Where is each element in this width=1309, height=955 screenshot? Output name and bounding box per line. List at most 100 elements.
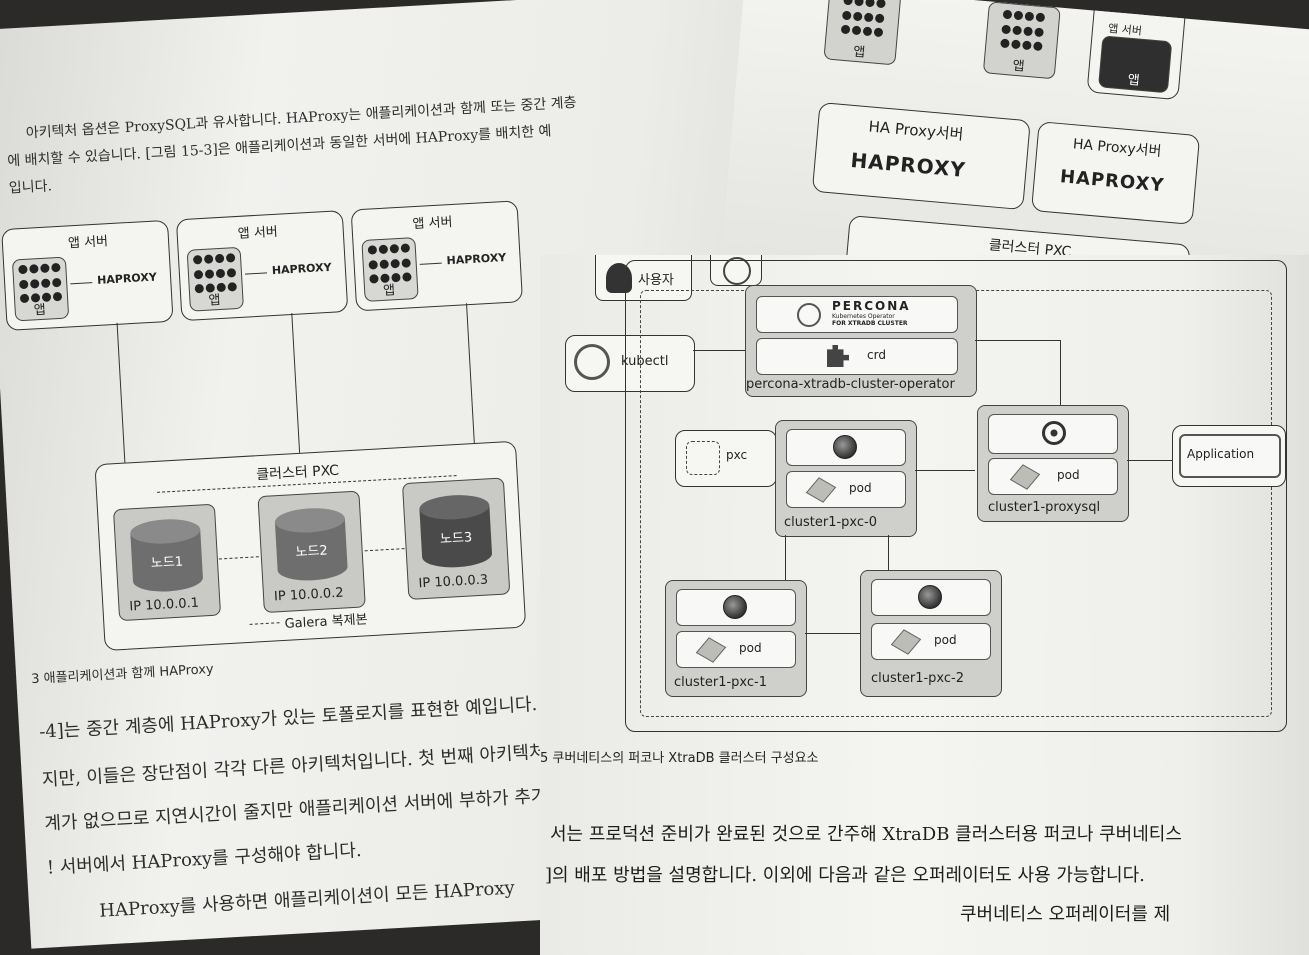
arrow-right-icon (70, 282, 93, 285)
puzzle-icon (827, 345, 849, 367)
app-server-label: 앱 서버 (237, 224, 279, 242)
connector-line (291, 313, 301, 453)
connector-line (116, 322, 126, 463)
application-box[interactable]: Application (1172, 425, 1286, 487)
galera-label: Galera 복제본 (284, 612, 368, 632)
cluster-label: 클러스터 PXC (255, 462, 340, 484)
percona-subtitle-1: Kubernetes Operator (832, 313, 895, 320)
app-block: 앱 (1098, 35, 1173, 94)
cluster1-pxc-1-box: pod cluster1-pxc-1 (665, 580, 807, 697)
node-ip: IP 10.0.0.2 (273, 585, 344, 605)
pxc-resource-box: pxc (675, 430, 777, 487)
ha-proxy-server-label: HA Proxy서버 (867, 117, 965, 144)
node-name: 노드2 (295, 543, 329, 561)
pod-box: pod (871, 623, 991, 660)
pxc2-label: cluster1-pxc-2 (871, 671, 964, 686)
pxc-cluster-box: 클러스터 PXC 노드1 IP 10.0.0.1 노드2 IP 10.0.0.2… (94, 440, 527, 651)
pod-box: pod (786, 471, 906, 508)
pxc1-label: cluster1-pxc-1 (674, 675, 767, 690)
ha-proxy-server-label: HA Proxy서버 (1072, 136, 1162, 160)
node-ip: IP 10.0.0.1 (129, 595, 200, 615)
body-line-3: 쿠버네티스 오퍼레이터를 제 (960, 904, 1171, 925)
figure-caption: 5 쿠버네티스의 퍼코나 XtraDB 클러스터 구성요소 (540, 751, 819, 766)
kubernetes-icon (574, 344, 610, 380)
percona-globe-icon (723, 595, 747, 619)
pod-cube-icon (805, 477, 837, 503)
pod-cube-icon (1009, 464, 1041, 490)
kubectl-box[interactable]: kubectl (565, 335, 695, 392)
app-block: 앱 (982, 1, 1061, 80)
percona-logo: PERCONA (832, 299, 911, 313)
pod-cube-icon (695, 637, 727, 663)
database-icon: 노드3 (418, 493, 493, 570)
legend-dashed-line (249, 622, 280, 625)
right-book-page: 사용자 kubectl PERCONA Kubernetes Operator … (540, 255, 1309, 955)
arrow-right-icon (693, 350, 745, 351)
kubernetes-cluster-box (625, 260, 1287, 732)
replication-arrow (364, 548, 405, 552)
app-dots-icon (840, 0, 886, 41)
app-block: 앱 (361, 237, 419, 302)
pod-box: pod (676, 631, 796, 668)
connector-line (466, 303, 475, 444)
body-line-4: 계가 없으므로 지연시간이 줄지만 애플리케이션 서버에 부하가 추가 (43, 785, 548, 835)
app-dots-icon (1000, 9, 1046, 56)
operator-label: percona-xtradb-cluster-operator (746, 377, 955, 392)
pod-label: pod (849, 481, 872, 495)
body-line-1: -4]는 중간 계층에 HAProxy가 있는 토폴로지를 표현한 예입니다. (38, 693, 538, 743)
haproxy-logo: HAPROXY (1059, 166, 1166, 197)
application-inner: Application (1179, 434, 1281, 478)
node-name: 노드3 (439, 530, 473, 548)
percona-globe-icon (833, 435, 857, 459)
pxc-image-box (786, 429, 906, 466)
body-line-3: 지만, 이들은 장단점이 각각 다른 아키텍처입니다. 첫 번째 아키텍처 (41, 741, 547, 791)
kubectl-label: kubectl (621, 354, 669, 369)
pod-label: pod (934, 633, 957, 647)
cluster1-proxysql-box: pod cluster1-proxysql (977, 405, 1129, 522)
body-line-2: ]의 배포 방법을 설명합니다. 이외에 다음과 같은 오퍼레이터도 사용 가능… (545, 865, 1145, 886)
pxc0-label: cluster1-pxc-0 (784, 515, 877, 530)
app-label: 앱 (382, 283, 396, 299)
pod-cube-icon (890, 629, 922, 655)
figure-caption: 3 애플리케이션과 함께 HAProxy (30, 661, 215, 688)
pxc-label: pxc (726, 448, 748, 462)
app-label: 앱 (208, 293, 221, 309)
helm-wheel-icon (723, 257, 751, 285)
crd-box: crd (756, 338, 958, 375)
user-label: 사용자 (638, 273, 674, 288)
app-server-box-2: 앱 서버 앱 HAPROXY (175, 210, 349, 322)
cluster1-pxc-2-box: pod cluster1-pxc-2 (860, 570, 1002, 697)
node-ip: IP 10.0.0.3 (418, 572, 489, 592)
pxc-image-box (871, 579, 991, 616)
haproxy-logo: HAPROXY (446, 250, 507, 268)
app-server-box-1: 앱 서버 앱 HAPROXY (1, 219, 174, 331)
cluster1-pxc-0-box: pod cluster1-pxc-0 (775, 420, 917, 537)
proxysql-image-box (988, 414, 1118, 454)
pxc-placeholder-icon (686, 441, 720, 475)
percona-globe-icon (918, 585, 942, 609)
haproxy-logo: HAPROXY (849, 147, 967, 182)
node-1: 노드1 IP 10.0.0.1 (112, 503, 222, 622)
intro-line-3: 입니다. (8, 178, 53, 197)
pod-label: pod (1057, 468, 1080, 482)
percona-wheel-icon (797, 303, 821, 327)
ha-proxy-server-box: HA Proxy서버 HAPROXY (811, 101, 1031, 211)
arrow-right-icon (419, 262, 442, 265)
app-block: 앱 (11, 256, 70, 322)
replication-arrow (218, 556, 259, 560)
body-line-5: ! 서버에서 HAProxy를 구성해야 합니다. (46, 839, 363, 879)
pod-label: pod (739, 641, 762, 655)
percona-logo-box: PERCONA Kubernetes Operator FOR XTRADB C… (756, 296, 958, 333)
node-3: 노드3 IP 10.0.0.3 (401, 477, 511, 600)
app-label: 앱 (852, 44, 866, 61)
node-name: 노드1 (150, 554, 184, 572)
operator-box: PERCONA Kubernetes Operator FOR XTRADB C… (745, 285, 977, 397)
bidirectional-arrow (915, 470, 975, 471)
database-icon: 노드2 (274, 506, 349, 583)
ha-proxy-server-box: HA Proxy서버 HAPROXY (1030, 121, 1201, 225)
haproxy-logo: HAPROXY (271, 260, 332, 278)
app-label: 앱 (33, 302, 47, 319)
node-2: 노드2 IP 10.0.0.2 (257, 490, 366, 614)
proxysql-label: cluster1-proxysql (988, 500, 1101, 515)
bidirectional-arrow (805, 633, 860, 634)
